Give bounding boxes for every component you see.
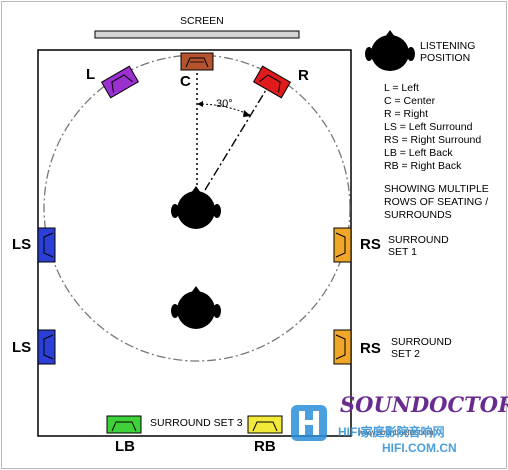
listener-head-legend [365,30,415,71]
watermark-chinese-site: HIFI家庭影院音响网 [338,425,445,439]
legend-item: LB = Left Back [384,147,453,159]
screen-label: SCREEN [180,15,224,27]
legend-item: LS = Left Surround [384,121,473,133]
label-left: L [86,66,96,83]
speaker-right-surround-1 [333,227,352,263]
watermark-url: www.soundoctor.com [358,428,434,437]
note-line1: SHOWING MULTIPLE [384,183,489,195]
label-right-surround-2: RS [360,340,381,357]
speaker-left-back [106,415,142,434]
speaker-right-surround-2 [333,329,352,365]
label-left-back: LB [115,438,135,455]
right-axis-line [204,89,267,191]
speaker-right [252,65,292,99]
speaker-center [180,52,214,71]
watermark-hifi-url: HIFI.COM.CN [382,441,457,455]
label-right-back: RB [254,438,276,455]
legend-item: L = Left [384,82,419,94]
label-center: C [180,73,191,90]
angle-label: 30° [216,98,233,110]
room-outline [37,49,352,437]
listener-head-front [171,186,221,229]
speaker-left-surround-2 [37,329,56,365]
watermark-logo-icon [291,405,327,441]
surround-set-1-line1: SURROUND [388,234,449,246]
listener-head-rear [171,286,221,329]
listening-position-label-line2: POSITION [420,52,471,64]
surround-set-1-line2: SET 1 [388,246,417,258]
legend-item: RB = Right Back [384,160,462,172]
surround-set-2-line1: SURROUND [391,336,452,348]
speaker-right-back [247,415,283,434]
legend-item: R = Right [384,108,429,120]
angle-arrow-right [243,110,251,117]
label-left-surround-2: LS [12,339,32,356]
note-line2: ROWS OF SEATING / [384,196,489,208]
angle-arrow-left [197,101,203,107]
speaker-left [100,65,140,99]
surround-set-2-line2: SET 2 [391,348,420,360]
label-right-surround-1: RS [360,236,381,253]
surround-set-3-label: SURROUND SET 3 [150,417,243,429]
note-line3: SURROUNDS [384,209,452,221]
legend: L = Left C = Center R = Right LS = Left … [384,82,481,173]
speaker-left-surround-1 [37,227,56,263]
watermark-brand: SOUNDOCTOR [340,392,508,417]
label-right: R [298,67,309,84]
legend-item: C = Center [384,95,436,107]
screen [94,30,300,39]
listening-position-label-line1: LISTENING [420,40,476,52]
legend-item: RS = Right Surround [384,134,482,146]
label-left-surround-1: LS [12,236,32,253]
